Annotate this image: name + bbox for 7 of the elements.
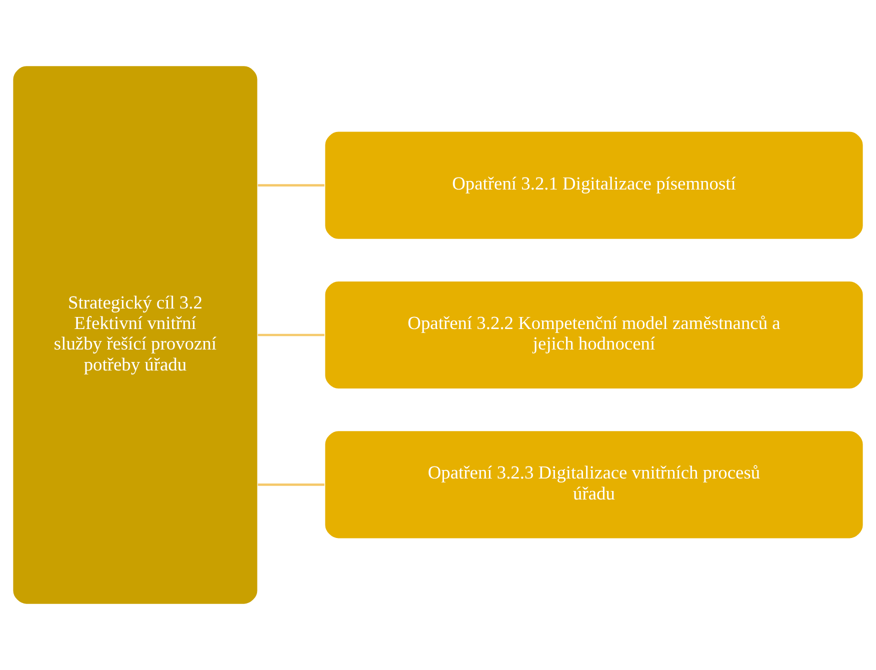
node-box: Strategický cíl 3.2 Efektivní vnitřní služby řešící provozní potřeby úřadu [12, 65, 258, 605]
node-box: Opatření 3.2.2 Kompetenční model zaměstnanců a jejich hodnocení [324, 280, 864, 390]
node-box: Opatření 3.2.3 Digitalizace vnitřních procesů úřadu [324, 430, 864, 540]
node-box: Opatření 3.2.1 Digitalizace písemností [324, 130, 864, 240]
connector [258, 484, 324, 486]
connector [258, 334, 324, 336]
connector [258, 184, 324, 186]
